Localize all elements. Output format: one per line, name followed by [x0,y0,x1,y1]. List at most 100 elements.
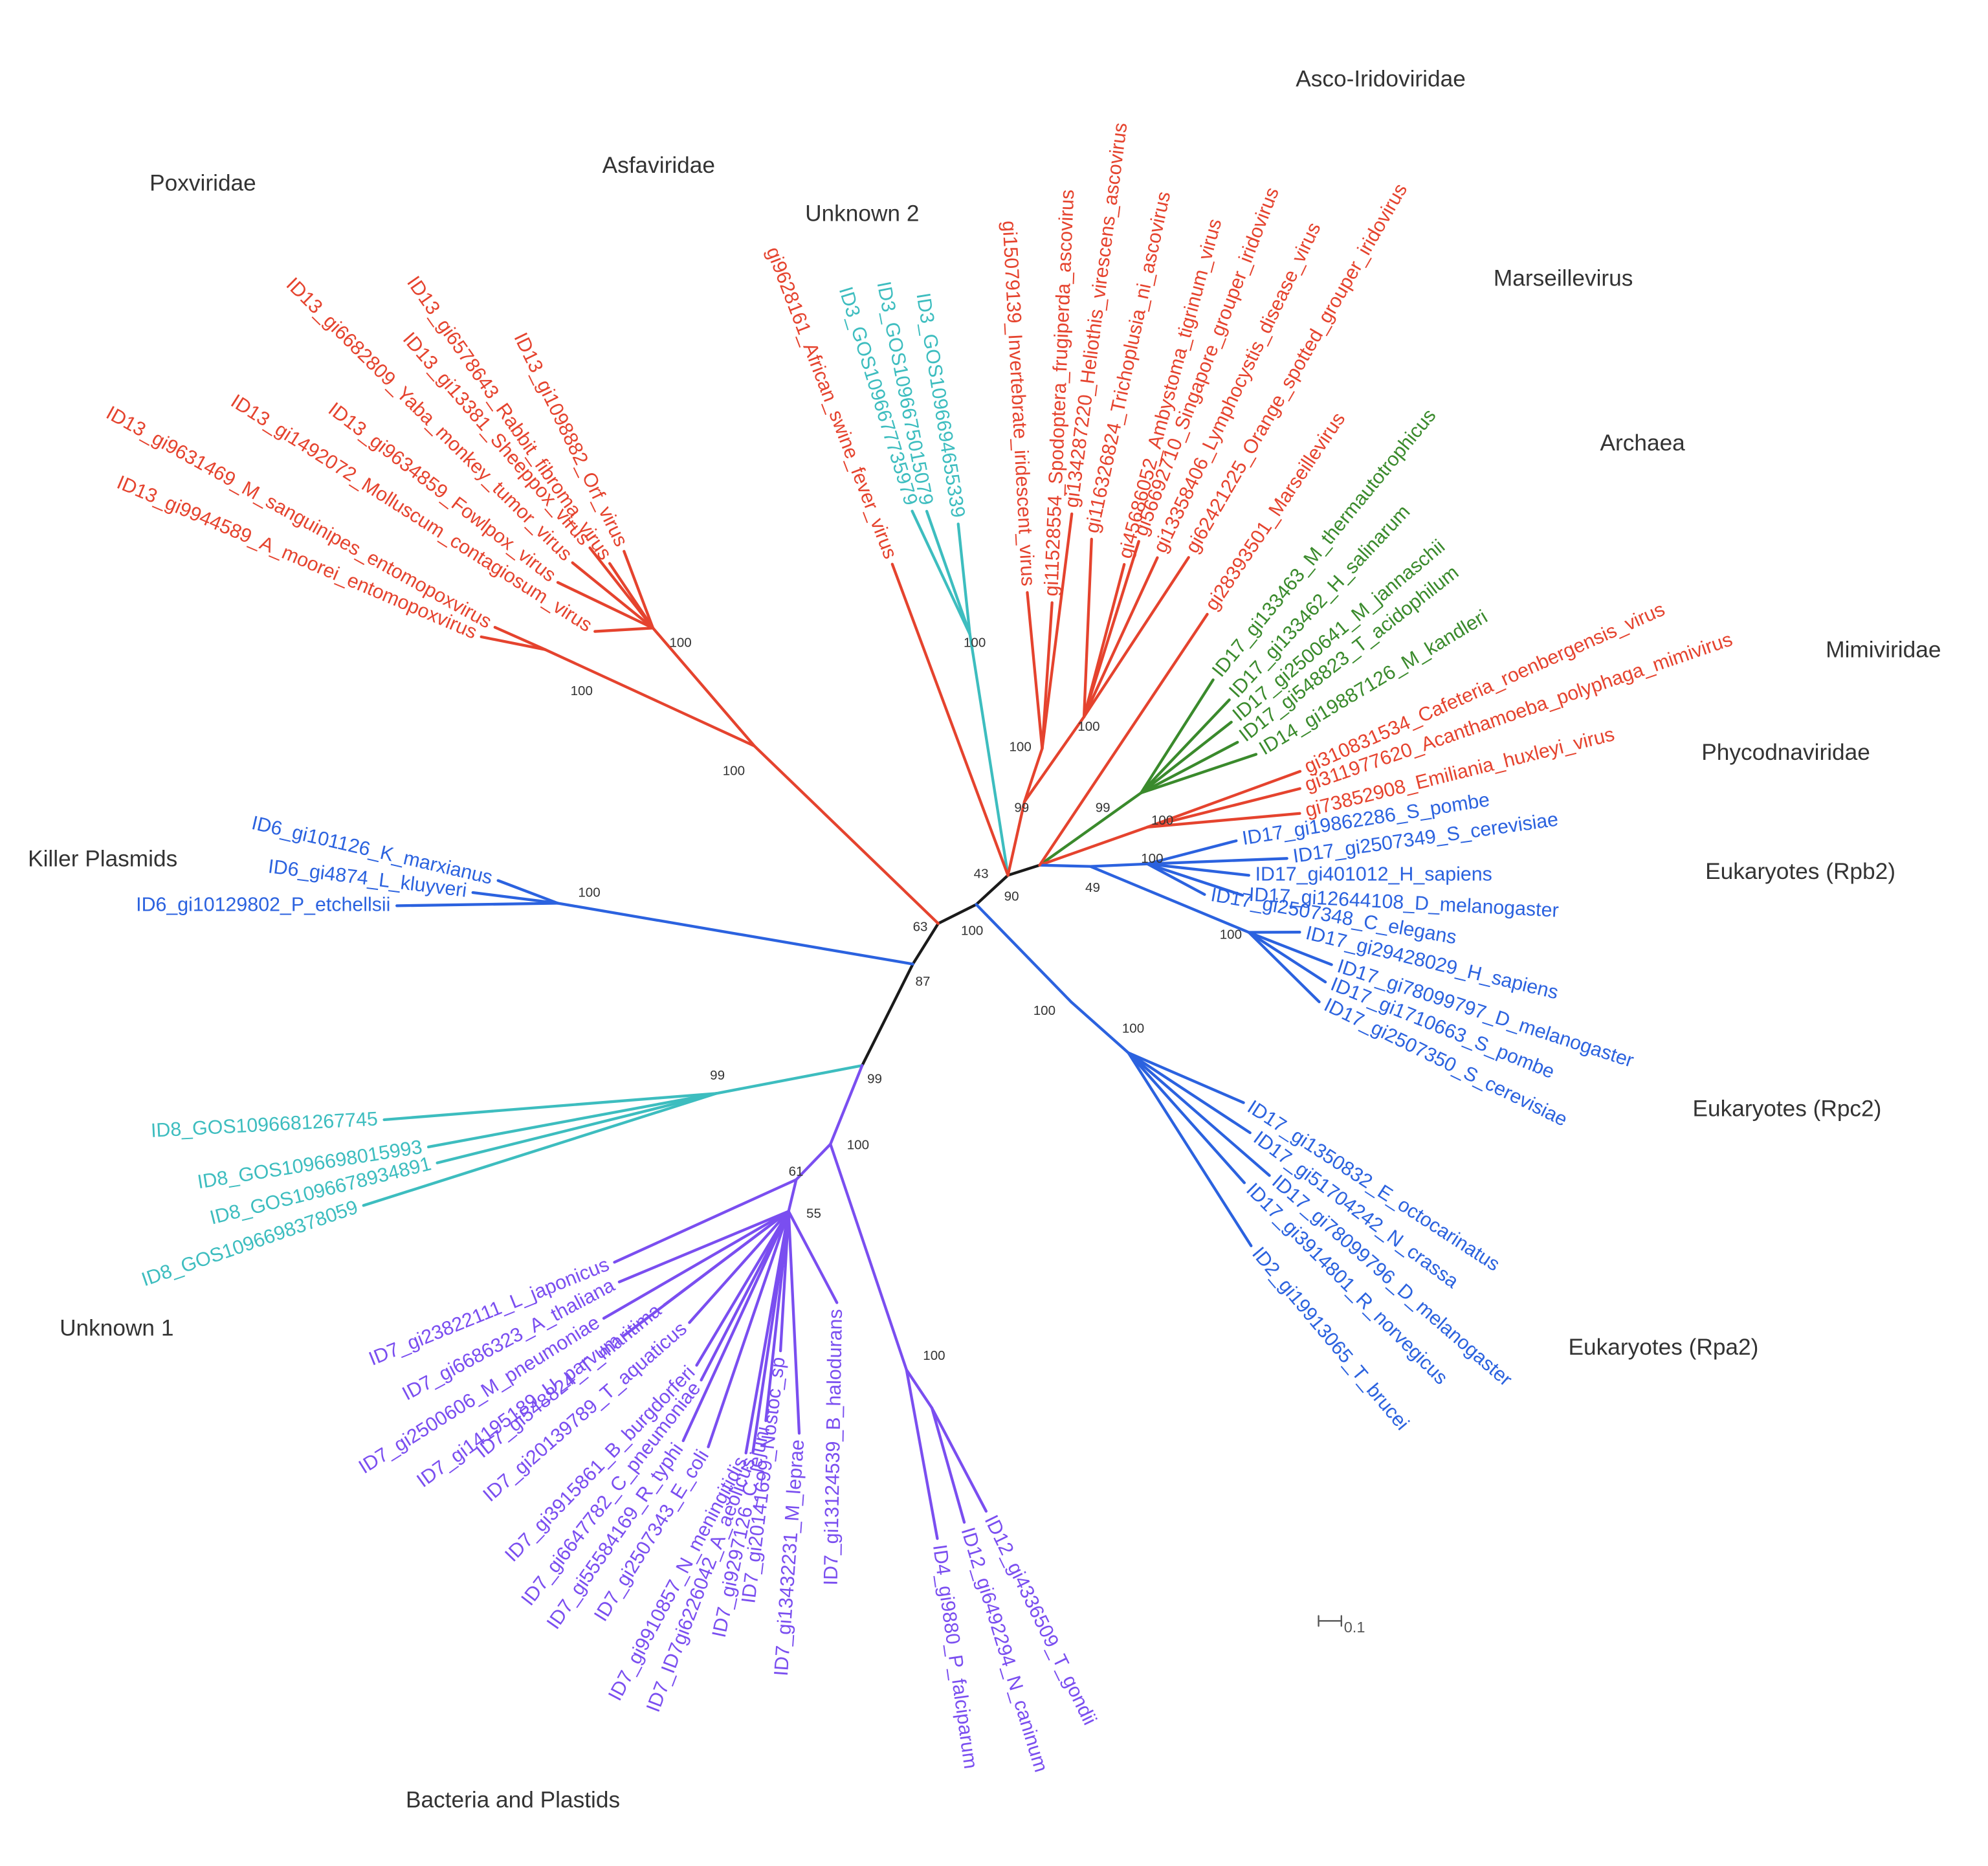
leaf-branch [1140,740,1239,795]
leaf-branch [1247,931,1333,966]
bootstrap-value: 100 [669,636,691,650]
leaf-branch [1145,862,1250,877]
leaf-branch [602,1210,790,1320]
leaf-branch [890,562,1010,877]
bootstrap-value: 99 [1014,800,1029,815]
internal-branch [795,1142,832,1181]
clade-title: Eukaryotes (Rpa2) [1569,1335,1759,1360]
bootstrap-value: 61 [789,1164,804,1179]
leaf-branch [663,1210,790,1307]
bootstrap-value: 100 [1033,1003,1055,1018]
leaf-branch [1082,540,1140,718]
leaf-label: gi15079139_Invertebrate_iridescent_virus [998,220,1039,586]
leaf-branch [925,509,971,636]
internal-branch [1088,865,1250,934]
clade-title: Unknown 1 [60,1316,173,1341]
leaf-branch [764,1210,790,1423]
leaf-branch [956,522,971,636]
clade-title: Phycodnaviridae [1701,740,1870,765]
leaf-branch [1026,591,1044,750]
clade-title: Unknown 2 [805,201,919,226]
internal-branch [1022,715,1086,803]
clade-title: Eukaryotes (Rpc2) [1693,1096,1882,1122]
internal-branch [1038,791,1143,867]
clade-title: Bacteria and Plastids [406,1787,620,1812]
leaf-branch [707,1210,790,1449]
leaf-branch [362,1092,718,1207]
leaf-branch [1247,931,1327,984]
leaf-branch [1082,537,1093,718]
leaf-branch [1145,770,1302,829]
leaf-branch [556,581,655,630]
internal-branch [861,962,914,1067]
bootstrap-value: 99 [710,1068,725,1083]
bootstrap-value: 100 [578,885,600,900]
leaf-branch [751,1210,790,1454]
leaf-branch [1127,1051,1245,1104]
bootstrap-value: 90 [1004,889,1019,904]
leaf-branch [382,1092,718,1122]
branches [362,509,1333,1540]
leaf-branch [930,1406,966,1524]
internal-branch [544,648,756,748]
clade-title: Asfaviridae [602,153,715,178]
leaf-branch [1127,1051,1253,1247]
bootstrap-value: 100 [1141,851,1163,866]
leaf-branch [1127,1051,1252,1135]
bootstrap-value: 100 [571,683,593,698]
internal-branch [1088,862,1149,868]
leaf-branch [930,1406,988,1513]
clade-title: Poxviridae [149,170,256,195]
bootstrap-value: 49 [1085,880,1100,895]
leaf-branch [480,635,547,651]
clade-title: Eukaryotes (Rpb2) [1705,859,1895,884]
internal-branch [753,744,940,925]
bootstrap-value: 100 [964,636,986,650]
leaf-branch [911,509,971,636]
internal-branch [829,1064,864,1146]
internal-branch [829,1142,908,1372]
internal-branch [714,1064,864,1095]
leaf-branch [613,1178,798,1264]
leaf-branch [787,1210,839,1304]
leaf-labels: ID13_gi9944589_A_moorei_entomopoxvirusID… [102,122,1735,1775]
clade-title: Mimiviridae [1826,637,1941,662]
bootstrap-value: 100 [1220,927,1242,942]
leaf-branch [608,562,655,630]
leaf-branch [1145,857,1288,865]
bootstrap-value: 100 [847,1138,869,1153]
internal-branch [1038,825,1149,867]
internal-branch [1070,1001,1130,1054]
clade-title: Asco-Iridoviridae [1296,67,1466,92]
bootstrap-value: 99 [1096,800,1110,815]
leaf-branch [695,1210,790,1367]
leaf-branch [496,879,560,905]
bootstrap-value: 100 [1010,739,1032,754]
leaf-branch [688,1210,790,1324]
leaf-label: ID17_gi401012_H_sapiens [1255,863,1492,885]
bootstrap-value: 100 [961,923,983,938]
bootstrap-value: 100 [1151,813,1173,828]
leaf-branch [1041,512,1074,750]
leaf-branch [1140,720,1233,795]
internal-branch [975,903,1073,1004]
leaf-branch [1082,556,1190,718]
internal-branch [936,903,978,925]
leaf-branch [1082,556,1159,718]
clade-title: Marseillevirus [1494,265,1633,291]
bootstrap-value: 100 [723,764,745,779]
leaf-label: ID8_GOS1096681267745 [150,1109,378,1142]
bootstrap-value: 63 [913,920,928,935]
leaf-branch [1038,612,1209,867]
internal-branch [975,874,1010,906]
leaf-branch [1140,753,1258,795]
internal-branch [1006,800,1026,877]
scale-bar: 0.1 [1318,1615,1365,1636]
bootstrap-value: 55 [806,1206,821,1221]
leaf-branch [1140,698,1231,795]
leaf-branch [1145,812,1301,829]
leaf-branch [623,550,655,630]
leaf-label: ID7_gi13124539_B_halodurans [821,1309,846,1586]
